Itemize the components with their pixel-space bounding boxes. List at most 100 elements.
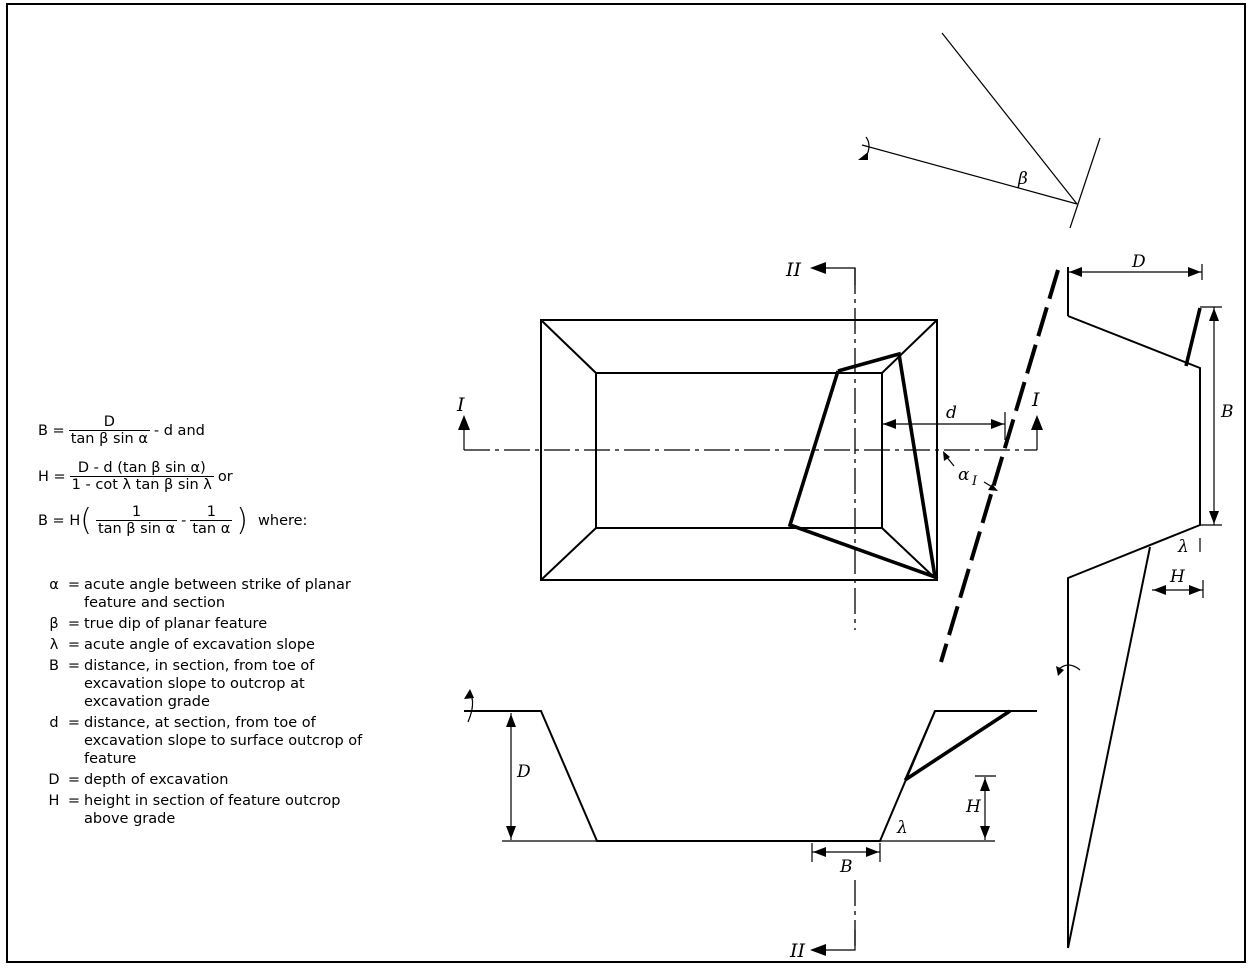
formula-h: H = D - d (tan β sin α) 1 - cot λ tan β …: [38, 460, 233, 493]
dim-H-right-arrow-right: [1189, 585, 1202, 595]
dim-B-right-arrow-bottom: [1209, 511, 1219, 524]
label-alpha: α: [958, 465, 970, 485]
dim-D-bottom-arrow-bottom: [506, 826, 516, 839]
dim-d-arrow-left: [883, 419, 896, 429]
definition-item: β =true dip of planar feature: [44, 615, 384, 633]
definition-equals: =: [67, 658, 81, 674]
rotation-arrowhead: [858, 152, 868, 160]
alpha-arrow-2: [988, 484, 998, 491]
label-H-right: H: [1169, 567, 1186, 587]
formula-2-lhs: H =: [38, 468, 66, 485]
alpha-arrow-1: [943, 451, 950, 461]
formula-1-denominator: tan β sin α: [68, 430, 150, 447]
dim-B-bottom-arrow-right: [866, 847, 879, 857]
section-ii-bottom-arrow-shaft: [820, 930, 856, 951]
feature-outcrop-trace: [787, 351, 938, 580]
definitions-list: α=acute angle between strike of planar f…: [44, 576, 384, 831]
formula-3-fraction-2: 1 tan α: [190, 504, 233, 537]
definition-equals: =: [67, 772, 81, 788]
formula-3-lhs: B = H: [38, 512, 81, 529]
angle-alpha: α I: [943, 451, 998, 491]
formula-1-lhs: B =: [38, 422, 65, 439]
strike-line: [861, 144, 1078, 205]
formula-3-denominator-2: tan α: [190, 520, 233, 537]
section-ii-top-arrowhead: [810, 262, 826, 274]
plan-corner-tl: [540, 319, 597, 374]
formula-3-tail: where:: [258, 512, 308, 529]
formula-2-numerator: D - d (tan β sin α): [77, 460, 206, 476]
formula-3-denominator-1: tan β sin α: [95, 520, 178, 537]
section-i-profile: D λ H B: [464, 689, 1037, 877]
definition-text: true dip of planar feature: [84, 616, 268, 632]
definition-symbol: d: [49, 715, 59, 731]
formula-3-fraction-1: 1 tan β sin α: [95, 504, 178, 537]
label-section-i-right: I: [1031, 389, 1040, 411]
formula-b-from-h: B = H ( 1 tan β sin α - 1 tan α ) where:: [38, 504, 307, 537]
formula-3-numerator-1: 1: [131, 504, 142, 520]
label-section-i-left: I: [456, 394, 465, 416]
definition-equals: =: [67, 637, 81, 653]
dim-D-right-arrow-left: [1069, 267, 1082, 277]
figure-border: [6, 3, 1246, 963]
definition-text: height in section of feature outcrop abo…: [84, 793, 341, 827]
dim-D-bottom-arrow-top: [506, 714, 516, 727]
definition-symbol: B: [49, 658, 59, 674]
plan-corner-br: [881, 527, 938, 581]
section-line-ii: II II: [785, 259, 856, 962]
definition-item: H =height in section of feature outcrop a…: [44, 792, 384, 828]
section-ii-profile: D B λ H: [1056, 252, 1234, 949]
formula-2-fraction: D - d (tan β sin α) 1 - cot λ tan β sin …: [69, 460, 214, 493]
label-alpha-subscript: I: [971, 474, 978, 489]
label-D-right: D: [1131, 252, 1146, 272]
section-ii-top-arrow-shaft: [820, 267, 856, 285]
plane-trace-line: [1069, 137, 1101, 229]
dim-d-arrow-right: [991, 419, 1004, 429]
definition-item: B =distance, in section, from toe of exca…: [44, 657, 384, 711]
dip-line: [941, 32, 1078, 205]
label-section-ii-bottom: II: [789, 940, 806, 962]
formula-3-numerator-2: 1: [206, 504, 216, 520]
plane-strike-trace: [939, 269, 1060, 663]
label-beta: β: [1017, 169, 1028, 189]
close-paren: ): [236, 502, 249, 538]
formula-3-minus: -: [181, 512, 187, 529]
definition-equals: =: [67, 616, 81, 632]
formula-1-fraction: D tan β sin α: [68, 414, 150, 447]
section-line-i: I I: [456, 389, 1043, 451]
definition-equals: =: [67, 793, 81, 809]
dim-D-right-arrow-right: [1188, 267, 1201, 277]
definition-equals: =: [67, 715, 81, 731]
formula-2-denominator: 1 - cot λ tan β sin λ: [69, 476, 214, 493]
definition-text: distance, at section, from toe of excava…: [84, 715, 363, 767]
dim-B-bottom-arrow-left: [813, 847, 826, 857]
definition-text: acute angle between strike of planar fea…: [84, 577, 351, 611]
open-paren: (: [80, 502, 92, 538]
definition-symbol: α: [49, 577, 59, 593]
definition-symbol: H: [48, 793, 60, 809]
label-B-bottom: B: [839, 857, 853, 877]
definition-symbol: β: [49, 616, 59, 632]
section-rotation-arrowhead: [464, 689, 474, 699]
label-d: d: [946, 403, 957, 423]
label-section-ii-top: II: [785, 259, 802, 281]
definition-item: λ=acute angle of excavation slope: [44, 636, 384, 654]
definition-item: d =distance, at section, from toe of exca…: [44, 714, 384, 768]
section-i-right-arrowhead: [1031, 415, 1043, 430]
formula-1-numerator: D: [103, 414, 115, 430]
formula-2-tail: or: [217, 468, 233, 485]
section-i-left-arrowhead: [458, 415, 470, 430]
feature-in-section: [904, 709, 1011, 782]
dim-H-bottom-arrow-top: [980, 778, 990, 791]
label-lambda-right: λ: [1177, 537, 1189, 557]
formula-1-tail: - d and: [153, 422, 205, 439]
label-lambda-bottom: λ: [896, 818, 908, 838]
dim-H-bottom-arrow-bottom: [980, 826, 990, 839]
feature-slope-segment: [904, 710, 936, 781]
section-ii-bottom-arrowhead: [810, 944, 826, 956]
formula-b-from-d: B = D tan β sin α - d and: [38, 414, 205, 447]
profile-feature-upper: [1184, 307, 1202, 367]
definition-symbol: D: [48, 772, 60, 788]
definition-text: distance, in section, from toe of excava…: [84, 658, 315, 710]
label-H-bottom: H: [965, 797, 982, 817]
